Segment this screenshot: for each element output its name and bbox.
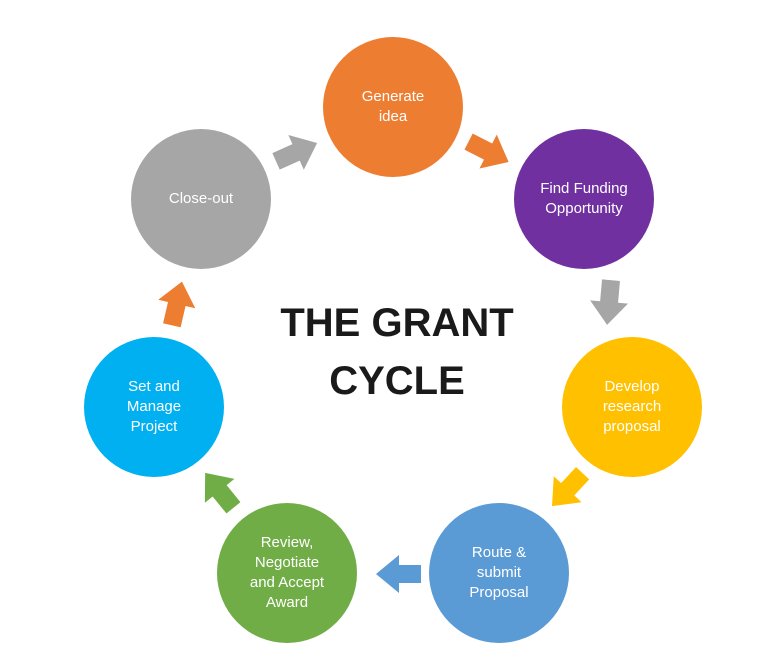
node-label-generate-idea: Generate idea <box>361 88 425 125</box>
node-label-route-submit: Route & submit Proposal <box>469 544 529 601</box>
arrow-review-negotiate-to-set-manage-icon <box>204 472 241 514</box>
arrow-develop-proposal-to-route-submit-icon <box>551 467 590 507</box>
cycle-node-route-submit: Route & submit Proposal <box>429 503 569 643</box>
node-label-develop-proposal: Develop research proposal <box>602 378 662 435</box>
block-arrow-glyph <box>376 555 421 593</box>
cycle-node-generate-idea: Generate idea <box>323 37 463 177</box>
node-label-set-manage: Set and Manage Project <box>126 378 182 435</box>
cycle-node-find-funding: Find Funding Opportunity <box>514 129 654 269</box>
block-arrow-glyph <box>204 472 241 514</box>
block-arrow-glyph <box>464 133 509 169</box>
node-label-close-out: Close-out <box>168 190 234 208</box>
arrow-find-funding-to-develop-proposal-icon <box>590 279 629 325</box>
arrow-close-out-to-generate-idea-icon <box>272 135 318 170</box>
cycle-node-develop-proposal: Develop research proposal <box>562 337 702 477</box>
block-arrow-glyph <box>551 467 590 507</box>
block-arrow-glyph <box>272 135 318 170</box>
node-label-review-negotiate: Review, Negotiate and Accept Award <box>249 534 325 611</box>
node-label-find-funding: Find Funding Opportunity <box>540 180 628 217</box>
block-arrow-glyph <box>590 279 629 325</box>
arrow-route-submit-to-review-negotiate-icon <box>376 555 421 593</box>
cycle-node-set-manage: Set and Manage Project <box>84 337 224 477</box>
diagram-title: THE GRANT CYCLE <box>280 301 514 403</box>
arrow-set-manage-to-close-out-icon <box>158 281 196 328</box>
cycle-node-close-out: Close-out <box>131 129 271 269</box>
arrow-generate-idea-to-find-funding-icon <box>464 133 509 169</box>
block-arrow-glyph <box>158 281 196 328</box>
cycle-node-review-negotiate: Review, Negotiate and Accept Award <box>217 503 357 643</box>
